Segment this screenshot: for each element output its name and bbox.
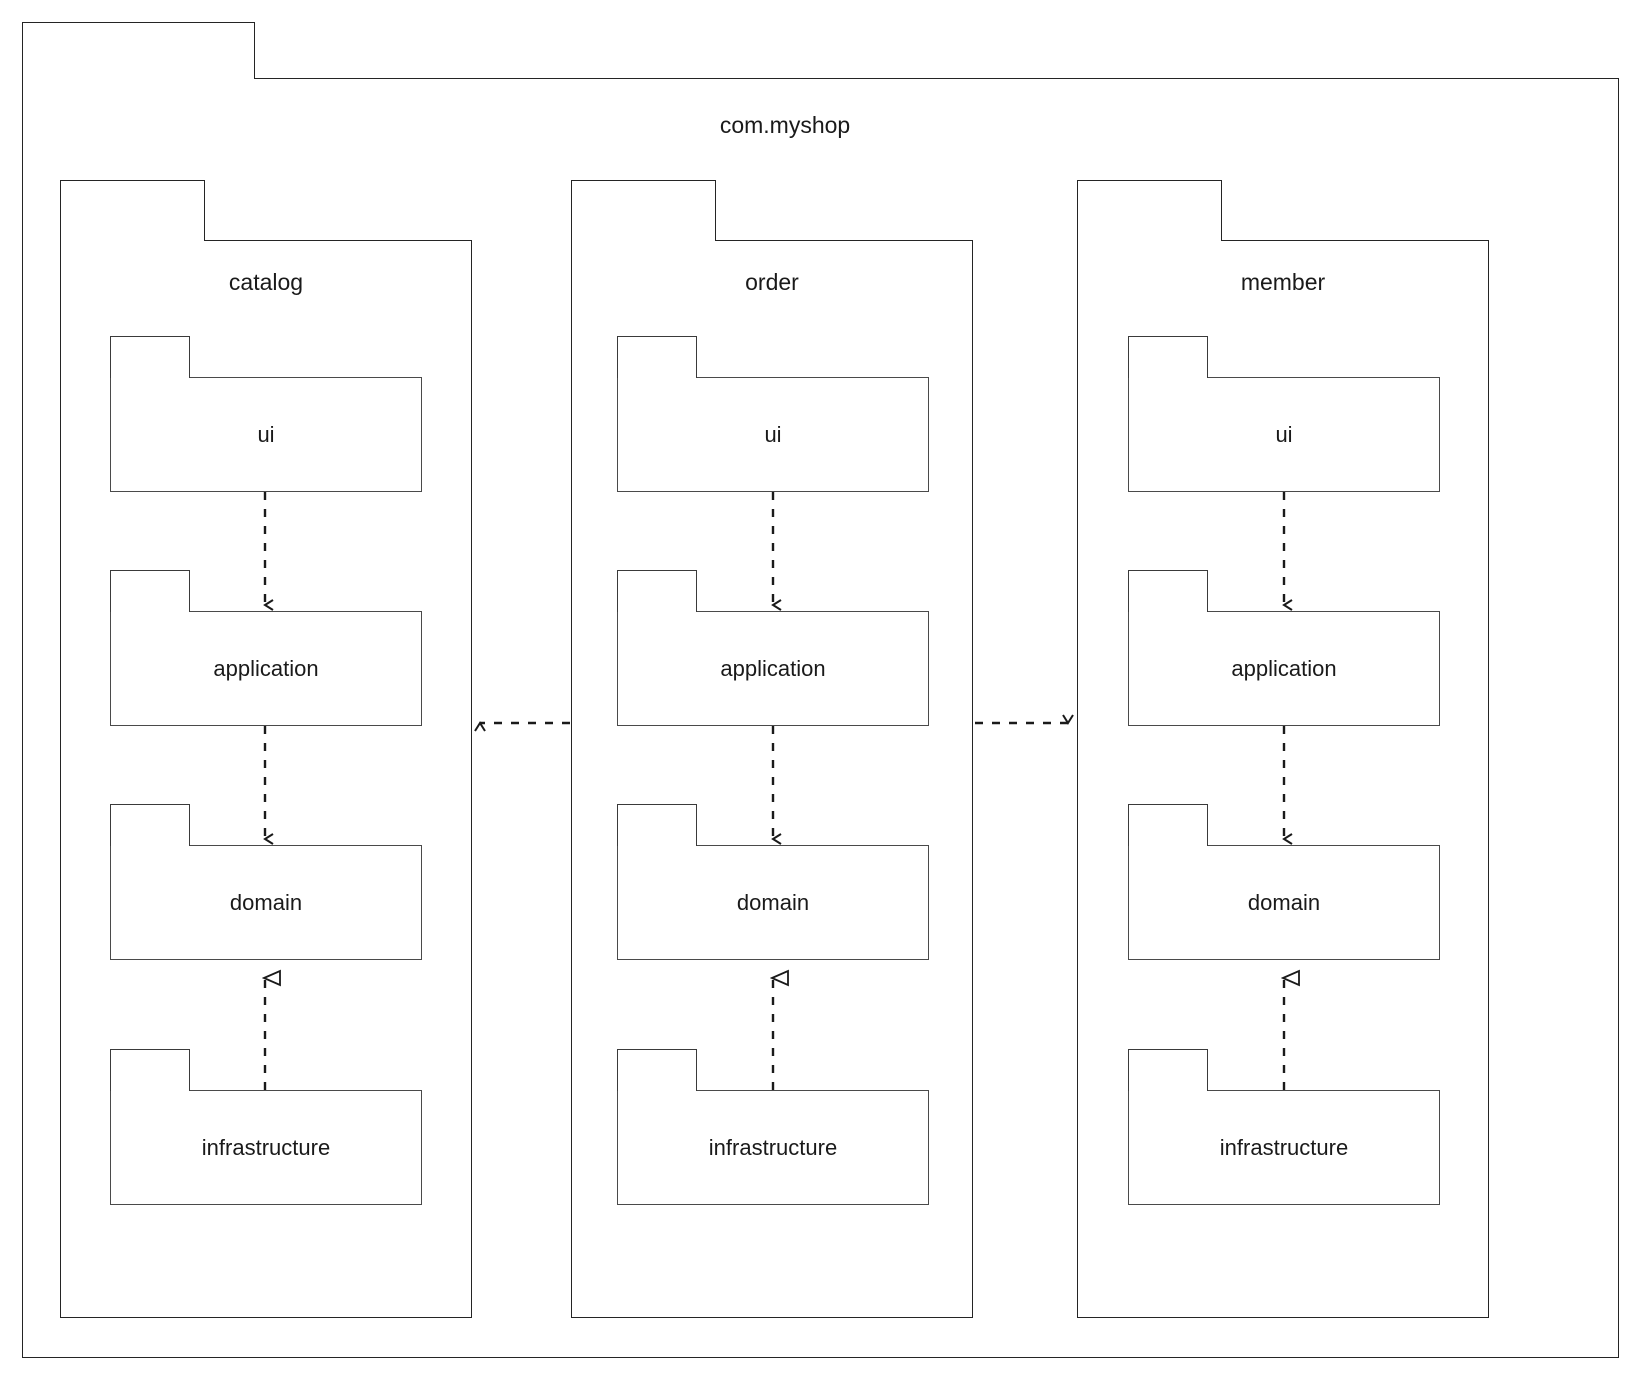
package-tab-member bbox=[1077, 180, 1222, 241]
subpackage-label-order-application: application bbox=[720, 656, 826, 681]
subpackage-label-catalog-application: application bbox=[213, 656, 319, 681]
subpackage-tab-order-application bbox=[617, 570, 697, 612]
package-tab-catalog bbox=[60, 180, 205, 241]
subpackage-label-order-domain: domain bbox=[736, 890, 810, 915]
package-label-member: member bbox=[1240, 269, 1326, 295]
subpackage-body-order-ui[interactable] bbox=[617, 377, 929, 492]
subpackage-label-catalog-ui: ui bbox=[257, 422, 275, 447]
package-tab-order bbox=[571, 180, 716, 241]
subpackage-body-catalog-ui[interactable] bbox=[110, 377, 422, 492]
subpackage-body-member-application[interactable] bbox=[1128, 611, 1440, 726]
subpackage-tab-catalog-domain bbox=[110, 804, 190, 846]
subpackage-label-member-infrastructure: infrastructure bbox=[1219, 1135, 1349, 1160]
subpackage-body-member-domain[interactable] bbox=[1128, 845, 1440, 960]
subpackage-label-member-ui: ui bbox=[1275, 422, 1293, 447]
subpackage-body-member-ui[interactable] bbox=[1128, 377, 1440, 492]
subpackage-body-order-application[interactable] bbox=[617, 611, 929, 726]
subpackage-label-order-infrastructure: infrastructure bbox=[708, 1135, 838, 1160]
subpackage-label-catalog-domain: domain bbox=[229, 890, 303, 915]
subpackage-body-catalog-domain[interactable] bbox=[110, 845, 422, 960]
subpackage-tab-catalog-infrastructure bbox=[110, 1049, 190, 1091]
subpackage-body-catalog-infrastructure[interactable] bbox=[110, 1090, 422, 1205]
package-label-catalog: catalog bbox=[228, 269, 304, 295]
subpackage-tab-member-infrastructure bbox=[1128, 1049, 1208, 1091]
subpackage-tab-member-application bbox=[1128, 570, 1208, 612]
subpackage-label-order-ui: ui bbox=[764, 422, 782, 447]
subpackage-label-member-application: application bbox=[1231, 656, 1337, 681]
subpackage-tab-order-ui bbox=[617, 336, 697, 378]
subpackage-tab-member-ui bbox=[1128, 336, 1208, 378]
subpackage-tab-member-domain bbox=[1128, 804, 1208, 846]
outer-package-tab bbox=[22, 22, 255, 79]
outer-package-label: com.myshop bbox=[719, 112, 851, 138]
subpackage-tab-catalog-ui bbox=[110, 336, 190, 378]
subpackage-body-catalog-application[interactable] bbox=[110, 611, 422, 726]
subpackage-label-member-domain: domain bbox=[1247, 890, 1321, 915]
subpackage-body-member-infrastructure[interactable] bbox=[1128, 1090, 1440, 1205]
subpackage-tab-catalog-application bbox=[110, 570, 190, 612]
subpackage-tab-order-domain bbox=[617, 804, 697, 846]
subpackage-label-catalog-infrastructure: infrastructure bbox=[201, 1135, 331, 1160]
subpackage-body-order-domain[interactable] bbox=[617, 845, 929, 960]
package-label-order: order bbox=[745, 269, 799, 295]
subpackage-tab-order-infrastructure bbox=[617, 1049, 697, 1091]
subpackage-body-order-infrastructure[interactable] bbox=[617, 1090, 929, 1205]
